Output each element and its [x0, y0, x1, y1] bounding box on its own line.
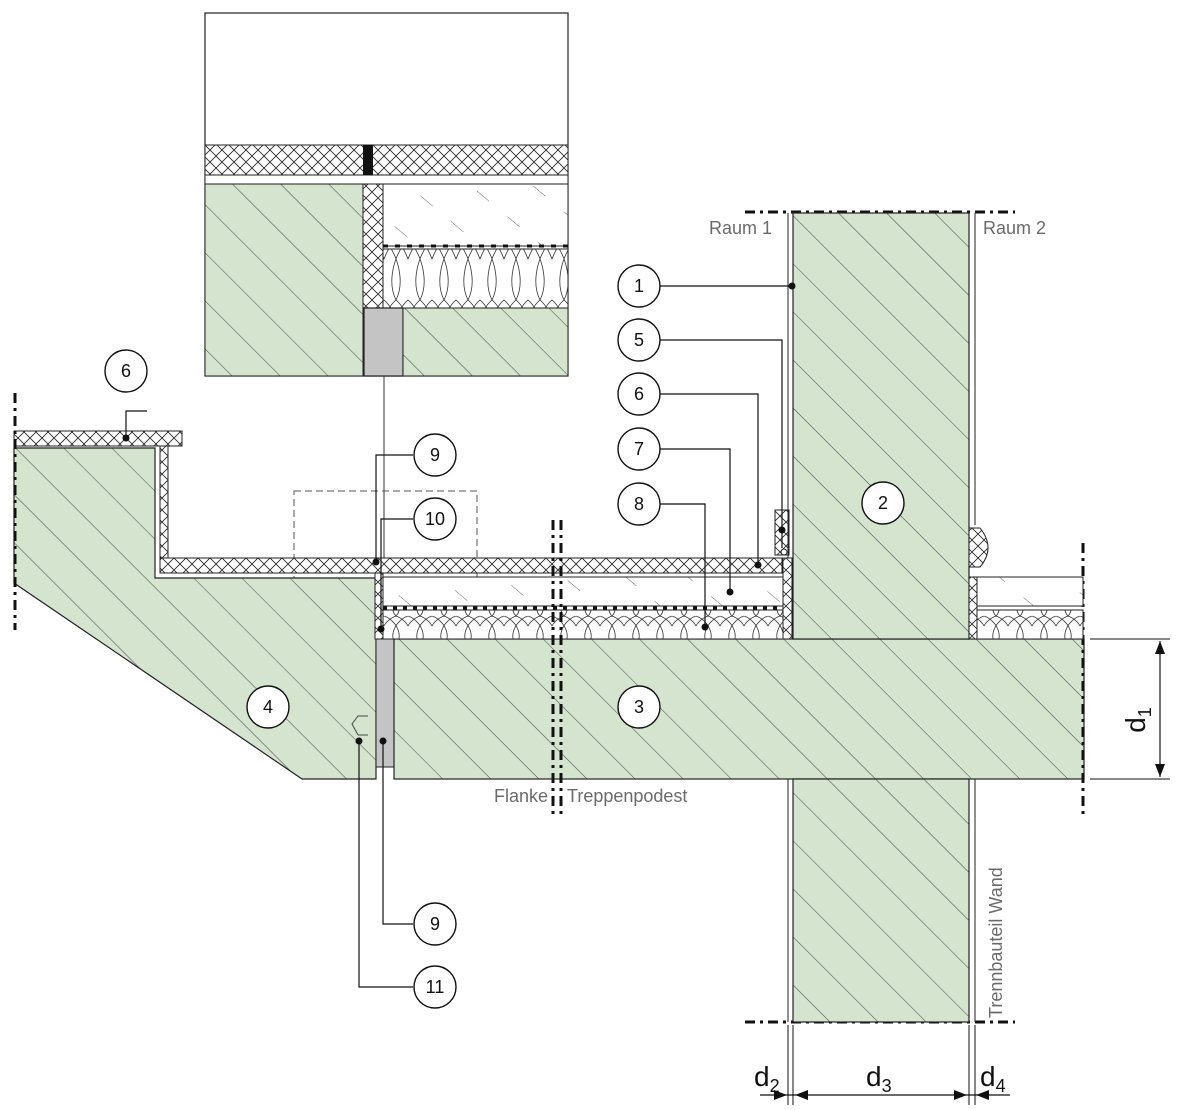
svg-text:1: 1 [634, 276, 644, 296]
dimension-d4: d4 [980, 1061, 1006, 1096]
dimension-d3: d3 [866, 1061, 892, 1096]
detail-inset [204, 12, 569, 560]
leader-lines [125, 285, 792, 988]
dimension-d2: d2 [754, 1061, 780, 1096]
callout-9-bottom: 9 [413, 902, 457, 946]
dimension-d1: d1 [1090, 638, 1170, 780]
callout-11: 11 [413, 965, 457, 1009]
svg-text:4: 4 [263, 697, 273, 717]
label-trennbauteil: Trennbauteil Wand [986, 867, 1006, 1018]
callout-6-right: 6 [617, 372, 661, 416]
dimension-d2-d3-d4: d2 d3 d4 [754, 1025, 1010, 1105]
svg-text:2: 2 [878, 493, 888, 513]
callout-4: 4 [246, 685, 290, 729]
landing-slab [382, 509, 1085, 780]
label-room2: Raum 2 [983, 218, 1046, 238]
svg-text:7: 7 [634, 439, 644, 459]
svg-text:6: 6 [634, 384, 644, 404]
svg-text:11: 11 [426, 977, 445, 997]
label-flanke: Flanke [494, 786, 548, 806]
label-treppenpodest: Treppenpodest [567, 786, 687, 806]
callout-9-top: 9 [413, 433, 457, 477]
callout-8: 8 [617, 482, 661, 526]
callout-5: 5 [617, 318, 661, 362]
label-room1: Raum 1 [709, 218, 772, 238]
leader-dots [122, 282, 796, 745]
svg-text:d1: d1 [1120, 707, 1155, 733]
break-lines [13, 210, 1085, 1024]
callout-2: 2 [861, 481, 905, 525]
partition-wall [787, 212, 1084, 1023]
svg-text:10: 10 [425, 509, 445, 529]
svg-text:3: 3 [634, 697, 644, 717]
svg-text:8: 8 [634, 494, 644, 514]
svg-text:9: 9 [430, 914, 440, 934]
callout-10: 10 [413, 497, 457, 541]
callout-6-step: 6 [104, 349, 148, 393]
callout-7: 7 [617, 427, 661, 471]
callout-1: 1 [617, 264, 661, 308]
svg-text:6: 6 [121, 361, 131, 381]
svg-text:9: 9 [430, 445, 440, 465]
callout-3: 3 [617, 685, 661, 729]
svg-text:5: 5 [634, 330, 644, 350]
